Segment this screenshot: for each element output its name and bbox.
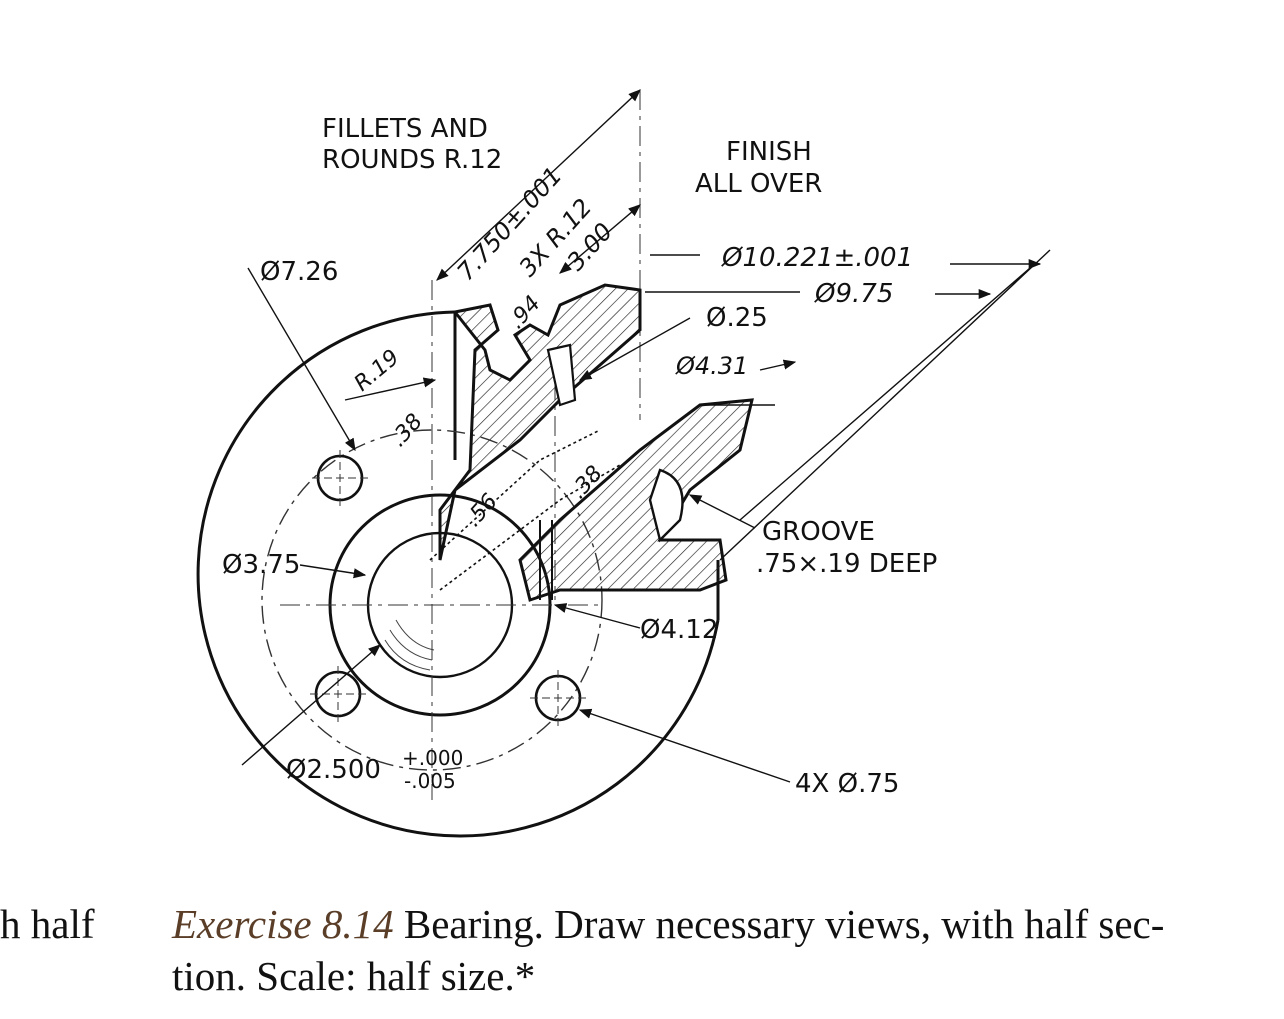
dim-dia-4-31: Ø4.31 [675,352,748,380]
hole-centerlines [310,450,586,726]
caption-left-fragment: h half [0,901,95,947]
finish-label-line1: FINISH [726,137,812,167]
bore-shading [384,619,435,671]
caption-line-1: Exercise 8.14 Bearing. Draw necessary vi… [172,904,1164,945]
dim-dia-10-221: Ø10.221±.001 [721,243,913,273]
bearing-drawing: FILLETS AND ROUNDS R.12 FINISH ALL OVER … [196,89,1051,838]
dim-dia-2-500: Ø2.500 [286,755,381,785]
hub-section-upper [438,283,642,561]
oil-hole [546,343,577,407]
fillets-label-line1: FILLETS AND [322,114,488,144]
bolt-circle [261,429,603,771]
extension-lines [645,249,1051,561]
finish-label-line2: ALL OVER [695,169,822,199]
dim-dia-9-75: Ø9.75 [814,279,893,309]
flange-outline [196,310,720,838]
groove-label-line2: .75×.19 DEEP [756,549,937,579]
groove-detail [648,468,684,543]
center-lines [280,90,641,800]
dim-94: .94 [504,291,546,334]
bore-taper [429,429,621,591]
exercise-label: Exercise 8.14 [172,901,394,947]
dim-dia-7-26: Ø7.26 [260,257,338,287]
dim-tol-plus: +.000 [402,746,463,770]
dim-dia-3-75: Ø3.75 [222,550,300,580]
caption-line-1-text: Bearing. Draw necessary views, with half… [393,901,1165,947]
dim-dia-25: Ø.25 [706,303,768,333]
mounting-holes [310,450,586,726]
dim-38-a: .38 [386,409,428,452]
hub-vertical-edges [539,520,553,600]
holes-label: 4X Ø.75 [795,769,899,799]
caption-line-2: tion. Scale: half size.* [172,953,536,999]
groove-label-line1: GROOVE [762,517,875,547]
dimension-lines [241,89,1042,783]
dim-dia-4-12: Ø4.12 [640,615,718,645]
dim-tol-minus: -.005 [404,769,456,793]
fillets-label-line2: ROUNDS R.12 [322,145,502,175]
